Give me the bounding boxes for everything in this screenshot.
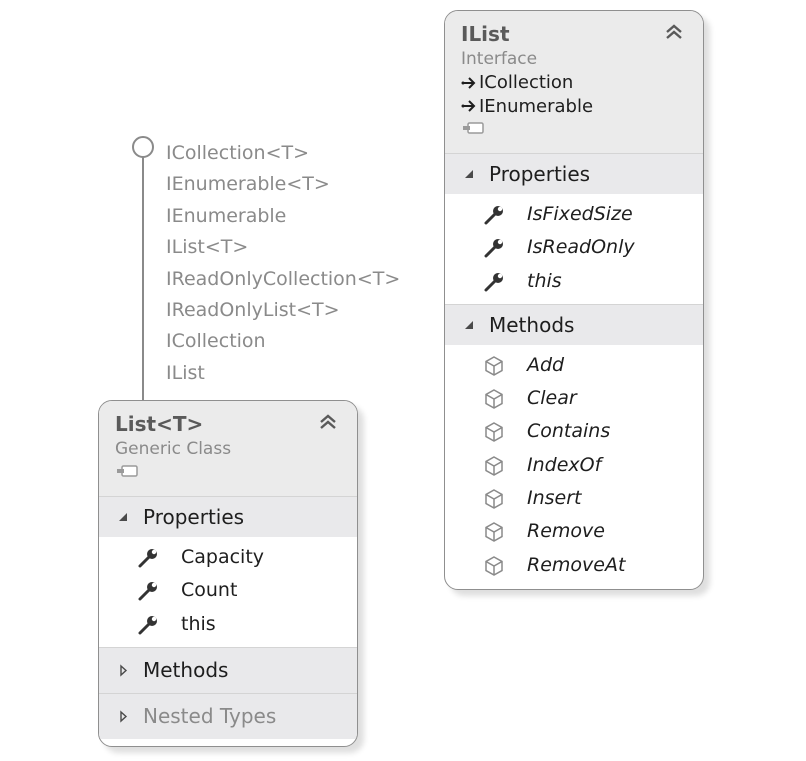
shape-kind: Interface <box>461 49 538 69</box>
shape-title: IList <box>461 22 510 46</box>
shape-header[interactable]: List<T> Generic Class <box>99 401 357 496</box>
collapsed-triangle-icon <box>117 648 129 693</box>
ilist-interface-shape[interactable]: IList Interface ICollection IEnumerable … <box>444 10 704 590</box>
wrench-icon <box>137 614 159 636</box>
method-cube-icon <box>483 455 505 477</box>
properties-list: Capacity Count this <box>99 537 357 647</box>
methods-section-header[interactable]: Methods <box>445 303 703 345</box>
section-label: Properties <box>143 505 245 529</box>
interface-label: IList <box>166 361 205 384</box>
method-item[interactable]: RemoveAt <box>445 549 703 582</box>
property-name: IsFixedSize <box>527 203 633 225</box>
methods-list: Add Clear Contains IndexOf Insert <box>445 345 703 588</box>
lollipop-interface-circle <box>132 136 154 158</box>
method-cube-icon <box>483 421 505 443</box>
method-name: Contains <box>527 420 611 443</box>
lollipop-connector-line <box>142 157 144 401</box>
list-generic-class-shape[interactable]: List<T> Generic Class Properties Capacit… <box>98 400 358 747</box>
shape-title: List<T> <box>115 412 204 436</box>
implemented-interfaces-list: ICollection<T> IEnumerable<T> IEnumerabl… <box>166 140 400 391</box>
section-label: Nested Types <box>143 703 277 728</box>
inherited-interface-name: ICollection <box>479 72 574 93</box>
interface-label: IList<T> <box>166 236 249 259</box>
method-cube-icon <box>483 388 505 410</box>
method-item[interactable]: Contains <box>445 415 703 448</box>
interface-label: IReadOnlyList<T> <box>166 298 340 321</box>
properties-section-header[interactable]: Properties <box>445 153 703 194</box>
shape-kind: Generic Class <box>115 439 232 459</box>
property-item[interactable]: IsFixedSize <box>445 198 703 231</box>
method-item[interactable]: IndexOf <box>445 449 703 482</box>
method-item[interactable]: Add <box>445 349 703 382</box>
method-cube-icon <box>483 555 505 577</box>
method-item[interactable]: Remove <box>445 515 703 548</box>
property-item[interactable]: IsReadOnly <box>445 231 703 264</box>
wrench-icon <box>483 204 505 226</box>
method-name: Remove <box>527 520 605 543</box>
expanded-triangle-icon <box>117 497 129 537</box>
inherit-arrow-icon <box>461 95 479 118</box>
method-item[interactable]: Insert <box>445 482 703 515</box>
property-name: this <box>181 612 216 635</box>
expanded-triangle-icon <box>463 154 475 194</box>
inherit-arrow-icon <box>461 72 479 95</box>
collapse-chevron-icon[interactable] <box>317 411 339 433</box>
method-name: Add <box>527 353 565 376</box>
shape-header[interactable]: IList Interface ICollection IEnumerable <box>445 11 703 153</box>
section-label: Properties <box>489 162 591 186</box>
properties-list: IsFixedSize IsReadOnly this <box>445 194 703 304</box>
method-name: Insert <box>527 487 582 510</box>
method-cube-icon <box>483 355 505 377</box>
interface-label: IEnumerable<T> <box>166 173 330 196</box>
property-name: Capacity <box>181 546 265 568</box>
expanded-triangle-icon <box>463 305 475 345</box>
method-item[interactable]: Clear <box>445 382 703 415</box>
inherited-interface: IEnumerable <box>461 95 687 119</box>
nested-types-section-header[interactable]: Nested Types <box>99 692 357 739</box>
component-icon <box>461 120 687 139</box>
method-cube-icon <box>483 521 505 543</box>
wrench-icon <box>137 580 159 602</box>
property-item[interactable]: this <box>445 265 703 298</box>
collapsed-triangle-icon <box>117 694 129 739</box>
component-icon <box>115 463 341 482</box>
property-item[interactable]: this <box>99 608 357 641</box>
interface-label: ICollection <box>166 330 266 353</box>
section-label: Methods <box>143 657 229 682</box>
property-name: this <box>527 269 562 292</box>
inherited-interface-name: IEnumerable <box>479 95 594 117</box>
methods-section-header[interactable]: Methods <box>99 646 357 693</box>
property-name: IsReadOnly <box>527 236 635 259</box>
properties-section-header[interactable]: Properties <box>99 496 357 537</box>
interface-label: IReadOnlyCollection<T> <box>166 267 401 290</box>
interface-label: ICollection<T> <box>166 142 310 164</box>
wrench-icon <box>483 271 505 293</box>
inherited-interface: ICollection <box>461 71 687 95</box>
wrench-icon <box>483 237 505 259</box>
wrench-icon <box>137 547 159 569</box>
method-name: RemoveAt <box>527 553 626 576</box>
property-item[interactable]: Capacity <box>99 541 357 574</box>
property-name: Count <box>181 579 238 602</box>
interface-label: IEnumerable <box>166 204 287 227</box>
method-cube-icon <box>483 488 505 510</box>
method-name: IndexOf <box>527 453 602 476</box>
collapse-chevron-icon[interactable] <box>663 21 685 43</box>
method-name: Clear <box>527 387 577 410</box>
property-item[interactable]: Count <box>99 574 357 607</box>
section-label: Methods <box>489 312 575 337</box>
